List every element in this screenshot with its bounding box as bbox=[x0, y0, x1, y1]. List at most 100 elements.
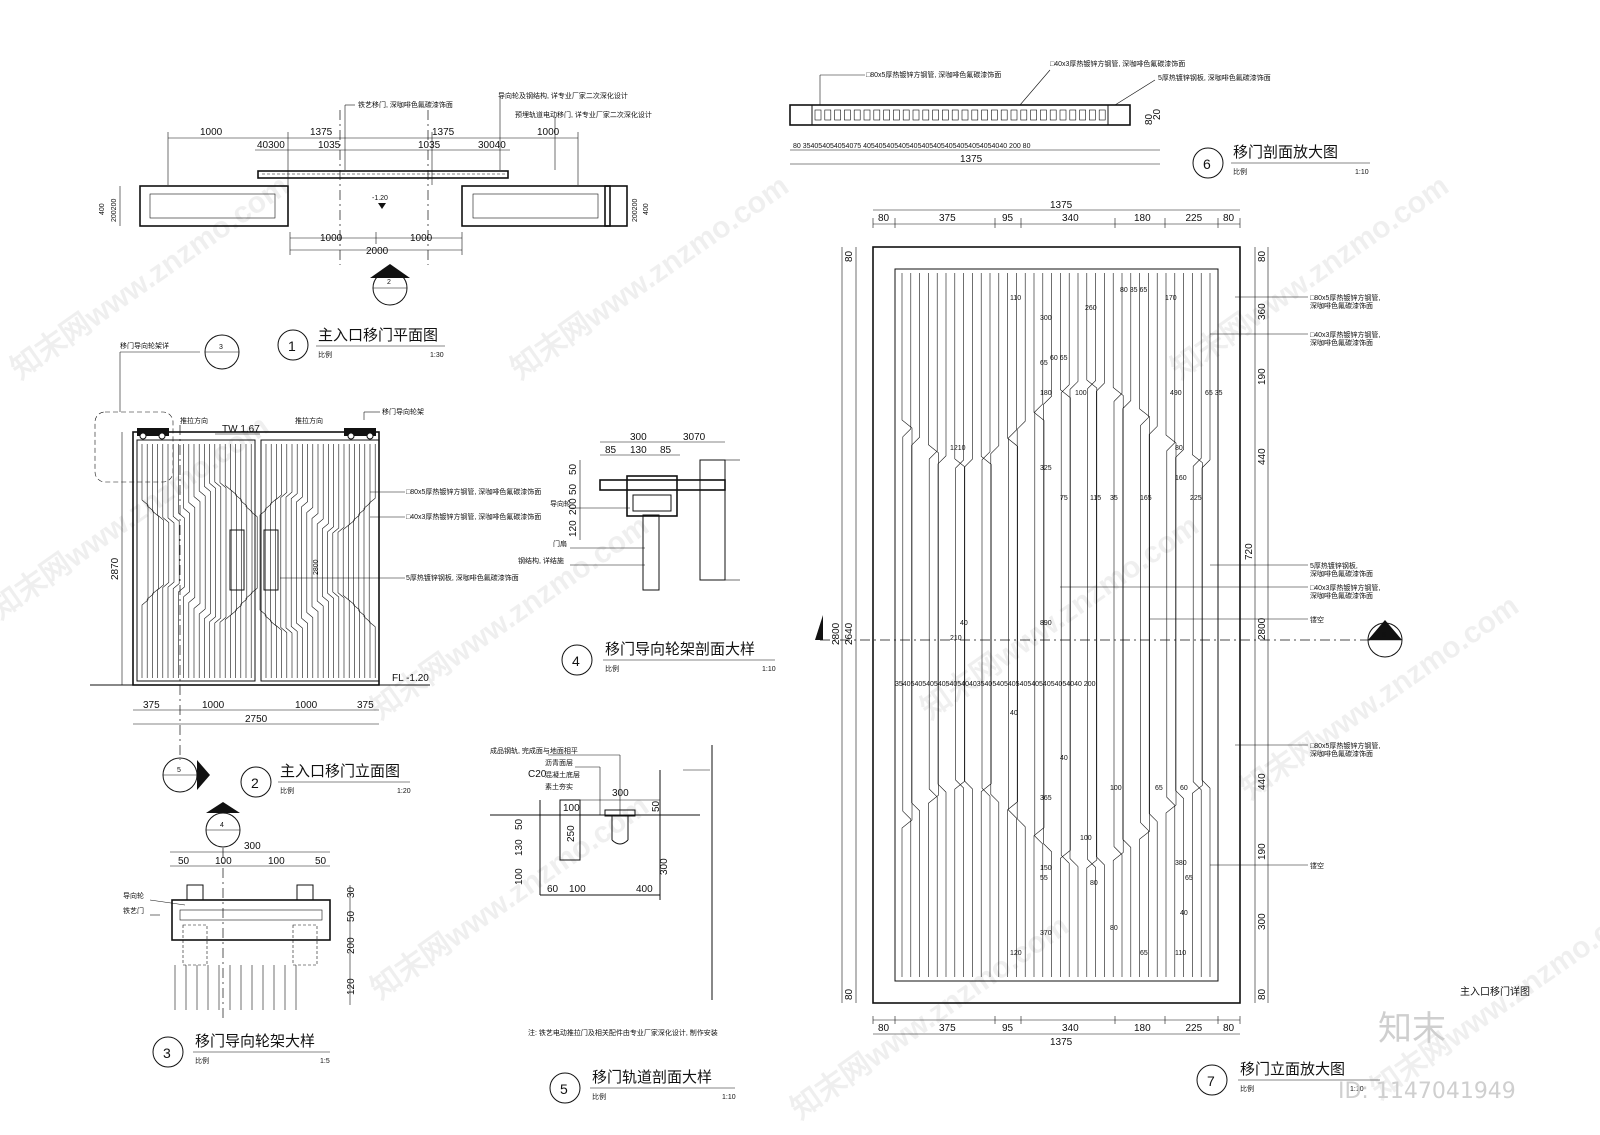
d7-top-dim: 225 bbox=[1186, 213, 1203, 224]
d7-pattern-line bbox=[1016, 273, 1026, 977]
elevation-view: 移门导向轮架详 3 推拉方向 推拉方向 TW 1.67 移门导向轮架 □80x5… bbox=[90, 334, 541, 798]
v4-number: 4 bbox=[572, 653, 580, 669]
d7-bottom-dim: 340 bbox=[1062, 1023, 1079, 1034]
elevation-bar bbox=[193, 444, 201, 678]
d7-left-dim-2: 2800 bbox=[831, 622, 842, 645]
detail7-right-notes: □80x5厚热镀锌方钢管,深咖啡色氟碳漆饰面□40x3厚热镀锌方钢管,深咖啡色氟… bbox=[1060, 293, 1380, 870]
d7-inner-dim: 150 bbox=[1040, 865, 1052, 872]
plan-dim-1: 1000 bbox=[200, 127, 223, 138]
d7-pattern-line bbox=[1122, 273, 1132, 977]
ws-label-3: 钢结构, 详结施 bbox=[518, 556, 564, 565]
track-label-4: 混凝土底层 bbox=[545, 770, 580, 779]
d7-bottom-dim: 225 bbox=[1186, 1023, 1203, 1034]
d7-inner-dim: 180 bbox=[1040, 390, 1052, 397]
d7-top-dim: 375 bbox=[939, 213, 956, 224]
d7-right-dim: 190 bbox=[1257, 368, 1268, 385]
d7-pattern-line bbox=[1192, 273, 1202, 977]
d7-inner-dim: 260 bbox=[1085, 305, 1097, 312]
d7-right-note: 深咖啡色氟碳漆饰面 bbox=[1310, 338, 1373, 347]
d7-bottom-dim: 180 bbox=[1134, 1023, 1151, 1034]
d7-pattern-line bbox=[1034, 273, 1044, 977]
d7-right-note: □80x5厚热镀锌方钢管, bbox=[1310, 293, 1380, 302]
d7-inner-dim: 115 bbox=[1090, 495, 1101, 502]
section6-tube bbox=[1010, 109, 1018, 121]
elevation-bar bbox=[285, 444, 293, 678]
elev-level-top: TW 1.67 bbox=[222, 424, 260, 435]
section6-tube bbox=[853, 109, 861, 121]
v2-title: 主入口移门立面图 bbox=[280, 762, 400, 780]
elev-note-2: □40x3厚热镀锌方钢管, 深咖啡色氟碳漆饰面 bbox=[406, 512, 541, 521]
watermark-layer: 知末网www.znzmo.com 知末网www.znzmo.com 知末网www… bbox=[0, 169, 1600, 1126]
d7-inner-dim: 80 bbox=[1175, 445, 1183, 452]
d7-section-mark: 6 bbox=[1382, 632, 1386, 639]
wheel-sub-dim-3: 100 bbox=[268, 856, 285, 867]
d7-inner-dim: 65 bbox=[1040, 360, 1048, 367]
d7-pattern-line bbox=[1087, 273, 1096, 977]
plan-subdim-3: 1035 bbox=[418, 140, 441, 151]
wheel-label-1: 导向轮 bbox=[123, 891, 144, 900]
section6-tube bbox=[873, 109, 881, 121]
v3-title: 移门导向轮架大样 bbox=[195, 1032, 315, 1050]
d7-pattern-line bbox=[928, 273, 938, 977]
plan-left-dim-2: 200200 bbox=[111, 199, 118, 222]
d7-inner-dim: 60 65 bbox=[1050, 355, 1068, 362]
d7-pattern-line bbox=[1060, 273, 1071, 977]
d7-top-total: 1375 bbox=[1050, 200, 1073, 211]
wheel-detail-view: 4 300 50 100 100 50 30 50 200 120 导向轮 铁艺… bbox=[123, 802, 357, 1068]
d7-pattern-line bbox=[964, 273, 973, 977]
section6-tube bbox=[1079, 109, 1086, 121]
ws-left-dim-1: 50 bbox=[568, 463, 579, 475]
sheet-title: 主入口移门详图 bbox=[1460, 985, 1530, 998]
track-dim-4: 250 bbox=[566, 825, 577, 842]
watermark-2: 知末网www.znzmo.com bbox=[505, 169, 795, 386]
ws-label-1: 导向轮 bbox=[550, 499, 571, 508]
d7-right-note: □40x3厚热镀锌方钢管, bbox=[1310, 583, 1380, 592]
elevation-bar bbox=[332, 444, 340, 678]
brand-logo: 知末 bbox=[1378, 1009, 1446, 1049]
d7-inner-dim: 80 35 65 bbox=[1120, 287, 1147, 294]
d7-inner-dim: 225 bbox=[1190, 495, 1202, 502]
d7-bottom-total: 1375 bbox=[1050, 1037, 1073, 1048]
elevation-bar bbox=[224, 444, 232, 678]
plan-dim-3: 1375 bbox=[432, 127, 455, 138]
wheel-right-dim-3: 200 bbox=[346, 937, 357, 954]
wheel-label-2: 铁艺门 bbox=[123, 906, 144, 915]
elev-bottom-dim-3: 1000 bbox=[295, 700, 318, 711]
v4-scale: 1:10 bbox=[762, 666, 776, 673]
d7-pattern-line bbox=[981, 273, 991, 977]
d7-pattern-line bbox=[902, 273, 912, 977]
elevation-bar bbox=[183, 444, 190, 678]
plan-subdim-2: 1035 bbox=[318, 140, 341, 151]
d7-inner-dim: 120 bbox=[1010, 950, 1022, 957]
d7-pattern-line bbox=[1069, 273, 1079, 977]
d7-right-note: 深咖啡色氟碳漆饰面 bbox=[1310, 591, 1373, 600]
section6-tube bbox=[1059, 109, 1067, 121]
v5-scale: 1:10 bbox=[722, 1094, 736, 1101]
elevation-bar bbox=[296, 444, 303, 678]
plan-total-dim: 2000 bbox=[366, 246, 389, 257]
plan-note-2: 导向轮及钢结构, 详专业厂家二次深化设计 bbox=[498, 91, 628, 100]
d7-right-dim: 2800 bbox=[1257, 617, 1268, 640]
ws-top-dim-1: 300 bbox=[630, 432, 647, 443]
d7-pattern-line bbox=[980, 273, 992, 977]
ws-left-dim-2: 50 bbox=[568, 483, 579, 495]
d7-inner-dim: 490 bbox=[1170, 390, 1182, 397]
ws-sub-dim-1: 85 bbox=[605, 445, 617, 456]
elev-total-dim: 2750 bbox=[245, 714, 268, 725]
sec6-label-1: □80x5厚热镀锌方钢管, 深咖啡色氟碳漆饰面 bbox=[866, 70, 1001, 79]
section6-tube bbox=[1040, 109, 1047, 121]
elevation-bar bbox=[250, 444, 258, 678]
section6-tube bbox=[824, 109, 832, 121]
section6-tube bbox=[814, 109, 822, 121]
sec6-label-2: □40x3厚热镀锌方钢管, 深咖啡色氟碳漆饰面 bbox=[1050, 59, 1185, 68]
d7-mid-row: 3540540540540540540403540540540540540540… bbox=[895, 681, 1096, 688]
d7-left-dim-1: 80 bbox=[844, 250, 855, 262]
d7-right-dim: 80 bbox=[1257, 250, 1268, 262]
elevation-bar bbox=[141, 444, 149, 678]
watermark-4: 知末网www.znzmo.com bbox=[365, 509, 655, 726]
elev-callout-label: 移门导向轮架详 bbox=[120, 341, 169, 350]
v3-scale-label: 比例 bbox=[195, 1056, 209, 1065]
elevation-bar bbox=[188, 444, 196, 678]
elevation-bar bbox=[209, 444, 216, 678]
d7-right-note: 镂空 bbox=[1310, 861, 1324, 870]
